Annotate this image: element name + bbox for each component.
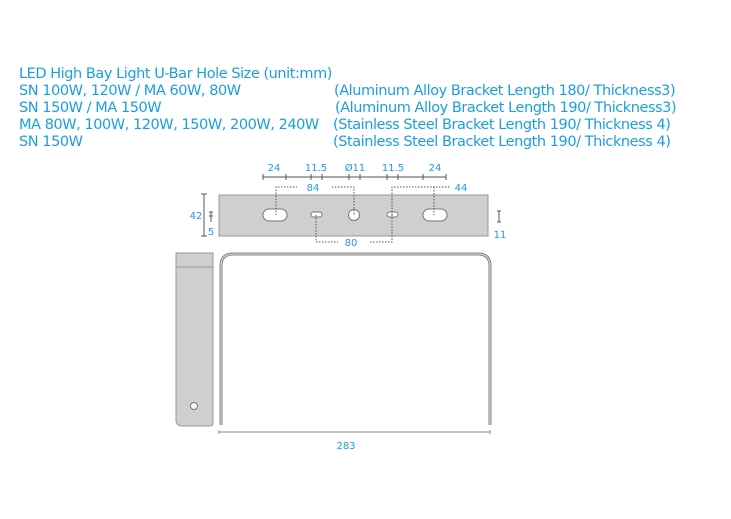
dim-label: 11.5 (305, 163, 327, 174)
u-bar-outline (219, 252, 492, 425)
model-spec: (Aluminum Alloy Bracket Length 180/ Thic… (334, 83, 676, 99)
dim-label: 24 (268, 163, 281, 174)
height-dimension-right (497, 210, 501, 223)
leader-lines (275, 186, 451, 243)
small-slot-left (310, 211, 323, 218)
center-hole (348, 209, 360, 221)
bracket-hole (190, 402, 198, 410)
dim-label-283: 283 (336, 441, 355, 452)
top-dimension-line (262, 174, 447, 180)
dim-label-44: 44 (455, 183, 468, 194)
dim-label: 24 (429, 163, 442, 174)
dim-label-80: 80 (345, 238, 358, 249)
model-name: SN 150W (19, 134, 83, 150)
bracket-side-view (175, 252, 214, 427)
dim-label-42: 42 (190, 211, 203, 222)
model-spec: (Aluminum Alloy Bracket Length 190/ Thic… (335, 100, 677, 116)
dim-label-11: 11 (494, 230, 507, 241)
dim-label-84: 84 (307, 183, 320, 194)
width-dimension-bottom (218, 430, 491, 434)
dim-label-5: 5 (208, 227, 214, 238)
model-name: SN 100W, 120W / MA 60W, 80W (19, 83, 241, 99)
dim-label: 11.5 (382, 163, 404, 174)
model-name: SN 150W / MA 150W (19, 100, 162, 116)
diagram-title: LED High Bay Light U-Bar Hole Size (unit… (19, 66, 332, 82)
slot-hole-right (422, 208, 448, 222)
dim-label: Ø11 (345, 162, 366, 174)
model-name: MA 80W, 100W, 120W, 150W, 200W, 240W (19, 117, 319, 133)
slot-hole-left (262, 208, 288, 222)
u-bar-inner (220, 253, 491, 425)
model-spec: (Stainless Steel Bracket Length 190/ Thi… (333, 134, 671, 150)
model-spec: (Stainless Steel Bracket Length 190/ Thi… (333, 117, 671, 133)
height-dimension-left (201, 193, 213, 237)
